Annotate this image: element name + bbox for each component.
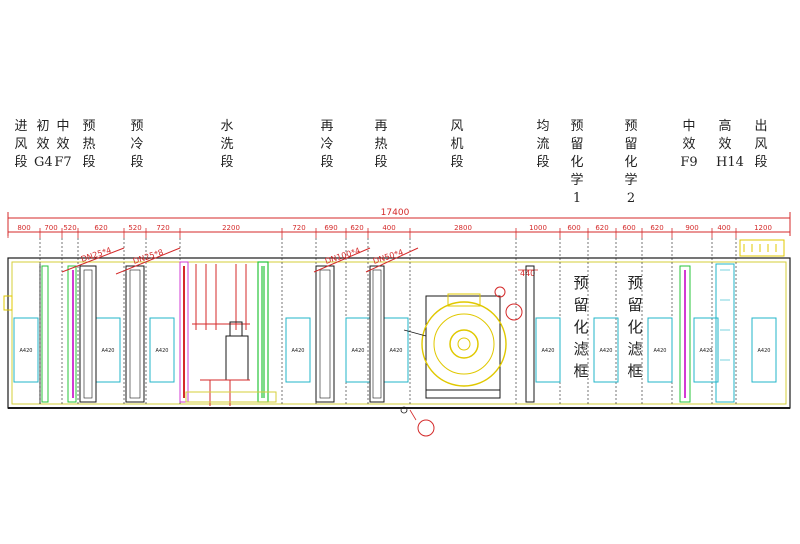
door-label: A420 <box>390 348 403 354</box>
coil-reheat <box>369 265 385 403</box>
access-door: A420 <box>535 317 561 383</box>
access-doors: A420 A420 A420 A420 A420 A420 A420 A420 A420 A420… <box>13 317 777 383</box>
fan-assembly <box>403 286 523 399</box>
coil-precool <box>125 265 145 403</box>
door-label: A420 <box>600 348 613 354</box>
label-washer: 水洗段 <box>220 119 234 170</box>
access-door: A420 <box>593 317 619 383</box>
access-door: A420 <box>95 317 121 383</box>
segment-dimension-text: 600 <box>622 224 635 232</box>
segment-dimension-text: 620 <box>650 224 663 232</box>
reserved-frame-label-2: 预留化滤框 <box>627 274 643 380</box>
outlet-grille <box>739 239 785 257</box>
pipe-label-2: DN25*8 <box>132 248 165 266</box>
label-precool: 预冷段 <box>130 119 144 170</box>
segment-dimension-text: 600 <box>567 224 580 232</box>
label-outlet: 出风段 <box>754 119 768 170</box>
segment-dimension-text: 620 <box>94 224 107 232</box>
segment-dimension-text: 520 <box>63 224 76 232</box>
segment-dimension-text: 800 <box>17 224 30 232</box>
segment-dimension-text: 690 <box>324 224 337 232</box>
label-recool: 再冷段 <box>320 119 334 170</box>
reserved-frame-label-1: 预留化滤框 <box>573 274 589 380</box>
door-label: A420 <box>20 348 33 354</box>
door-label: A420 <box>156 348 169 354</box>
access-door: A420 <box>149 317 175 383</box>
even-flow-plate <box>525 265 535 403</box>
segment-dimension-text: 520 <box>128 224 141 232</box>
pipe-label-1: DN25*4 <box>80 246 113 264</box>
pipe-label-3: DN100*4 <box>324 246 362 266</box>
unit-casing <box>7 257 791 409</box>
fan-housing <box>421 301 507 387</box>
label-preheat: 预热段 <box>82 119 96 170</box>
water-washer <box>179 261 277 406</box>
segment-dimension-text: 620 <box>350 224 363 232</box>
segment-dimension-text: 2800 <box>454 224 472 232</box>
label-reheat: 再热段 <box>374 119 388 170</box>
filter-h14 <box>715 263 735 403</box>
segment-dimension-text: 1000 <box>529 224 547 232</box>
segment-dimension-text: 720 <box>156 224 169 232</box>
segment-dimension-text: 700 <box>44 224 57 232</box>
door-label: A420 <box>700 348 713 354</box>
pipe-label-4: DN50*4 <box>372 248 405 266</box>
access-door: A420 <box>647 317 673 383</box>
coil-preheat <box>79 265 97 403</box>
drain-marker <box>400 406 435 437</box>
door-label: A420 <box>758 348 771 354</box>
pipe-dn25-4: DN25*4 <box>61 246 125 273</box>
intake-damper <box>3 295 13 311</box>
coil-recool <box>315 265 335 403</box>
label-intake: 进风段 <box>14 119 28 170</box>
total-dimension-text: 17400 <box>381 208 410 218</box>
label-even: 均流段 <box>536 119 550 170</box>
filter-f7 <box>67 265 77 403</box>
filter-g4 <box>39 264 49 404</box>
door-label: A420 <box>292 348 305 354</box>
access-door: A420 <box>13 317 39 383</box>
pipe-dn100-4: DN100*4 <box>313 246 371 273</box>
segment-dimension-text: 400 <box>717 224 730 232</box>
access-door: A420 <box>693 317 719 383</box>
access-door: A420 <box>345 317 371 383</box>
segment-dimension-text: 2200 <box>222 224 240 232</box>
access-door: A420 <box>383 317 409 383</box>
segment-dimension-text: 400 <box>382 224 395 232</box>
pipe-dn25-8: DN25*8 <box>115 247 181 275</box>
segment-dimension-text: 1200 <box>754 224 772 232</box>
filter-f9 <box>679 265 691 403</box>
label-fan: 风机段 <box>450 119 464 170</box>
segment-dimensions: 800 700 520 620 520 720 2200 720 690 620 400 2800 10… <box>7 224 790 238</box>
door-label: A420 <box>102 348 115 354</box>
dim-440-text: 440 <box>520 269 535 278</box>
door-label: A420 <box>654 348 667 354</box>
segment-dimension-text: 620 <box>595 224 608 232</box>
door-label: A420 <box>542 348 555 354</box>
segment-dimension-text: 900 <box>685 224 698 232</box>
access-door: A420 <box>751 317 777 383</box>
door-label: A420 <box>352 348 365 354</box>
unit-inner-frame <box>11 261 787 405</box>
access-door: A420 <box>285 317 311 383</box>
dimension-440: 440 <box>518 269 538 278</box>
fan-motor <box>449 329 479 359</box>
segment-dimension-text: 720 <box>292 224 305 232</box>
